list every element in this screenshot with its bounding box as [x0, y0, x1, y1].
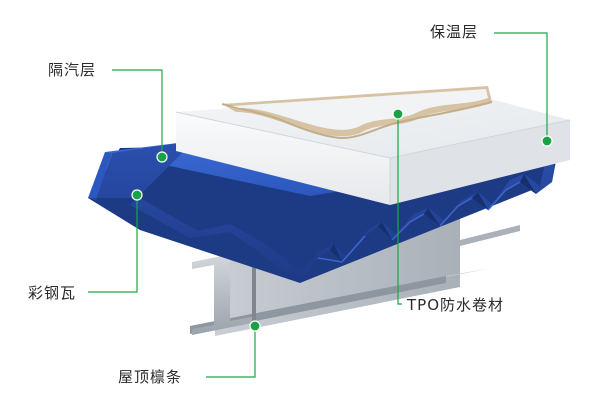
label-purlin: 屋顶檩条: [118, 368, 183, 386]
leader-tpo: [397, 114, 402, 305]
label-insulation: 保温层: [430, 23, 479, 41]
leader-purlin: [206, 327, 256, 378]
label-steel-deck: 彩钢瓦: [28, 284, 77, 302]
label-tpo-membrane: TPO防水卷材: [407, 296, 505, 314]
purlin-beam: [190, 214, 520, 336]
leader-vapor-barrier: [112, 69, 163, 155]
dot-steel-deck: [131, 189, 143, 201]
dot-tpo: [392, 108, 404, 120]
dot-vapor-barrier: [156, 151, 168, 163]
marker-dots: [131, 108, 553, 332]
leader-lines: [88, 32, 548, 378]
label-vapor-barrier: 隔汽层: [48, 61, 97, 79]
dot-purlin: [249, 320, 261, 332]
leader-steel-deck: [88, 196, 138, 293]
leader-insulation: [494, 32, 548, 140]
tpo-membrane: [221, 86, 493, 140]
dot-insulation: [541, 135, 553, 147]
